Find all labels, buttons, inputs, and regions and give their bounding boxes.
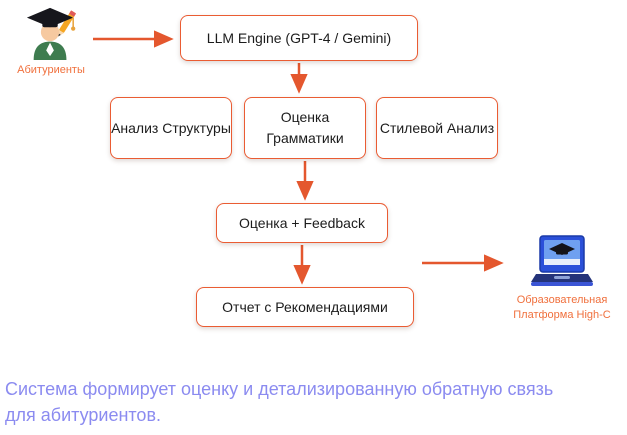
platform-figure: Образовательная Платформа High-C [500,234,624,323]
module-style-label: Стилевой Анализ [379,119,495,136]
module-structure-label: Анализ Структуры [111,119,231,136]
student-label: Абитуриенты [17,64,85,76]
report-label: Отчет с Рекомендациями [222,298,388,315]
laptop-icon [531,235,593,286]
report-node: Отчет с Рекомендациями [196,287,414,327]
platform-label: Образовательная Платформа High-C [513,294,611,321]
student-icon [26,7,77,60]
feedback-node: Оценка + Feedback [216,203,388,243]
llm-engine-node: LLM Engine (GPT-4 / Gemini) [180,15,418,61]
caption-text: Система формирует оценку и детализирован… [5,379,554,426]
module-grammar-label: Оценка Грамматики [266,109,344,146]
module-structure-node: Анализ Структуры [110,97,232,159]
llm-engine-label: LLM Engine (GPT-4 / Gemini) [206,29,392,46]
feedback-label: Оценка + Feedback [239,214,365,231]
module-grammar-node: Оценка Грамматики [244,97,366,159]
student-figure: Абитуриенты [8,6,94,78]
module-style-node: Стилевой Анализ [376,97,498,159]
